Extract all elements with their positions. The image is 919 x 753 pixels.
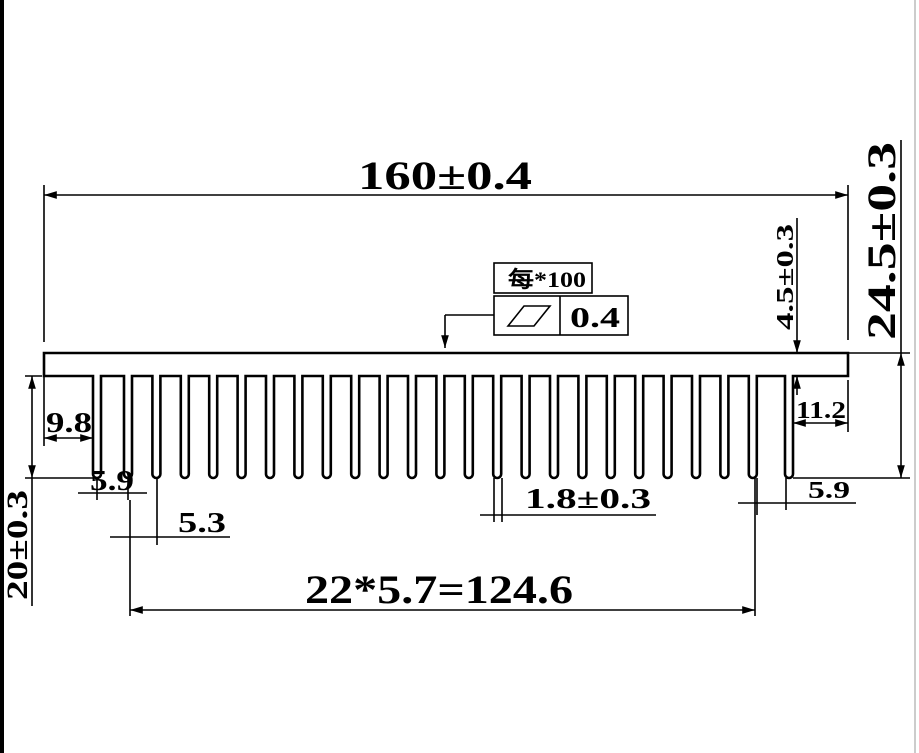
left-border [0,0,4,753]
dim-overall-width: 160±0.4 [43,153,849,342]
flatness-value: 0.4 [570,303,620,334]
dim-fin-thickness: 1.8±0.3 [480,478,656,522]
flatness-tolerance-frame: 每*100 0.4 [441,262,629,348]
dim-label: 11.2 [796,398,846,424]
flatness-symbol-icon [506,305,552,327]
right-border [914,0,916,753]
dim-left-edge-offset: 9.8 [43,376,93,446]
dim-overall-height: 24.5±0.3 [793,140,910,479]
dim-label: 22*5.7=124.6 [305,567,573,612]
dim-label: 5.9 [90,466,134,497]
dim-fin-pitch-total: 22*5.7=124.6 [129,478,756,616]
dim-right-edge-offset: 11.2 [793,380,849,432]
dim-label: 160±0.4 [358,153,532,198]
dim-fin-height: 20±0.3 [1,375,95,606]
dim-label: 4.5±0.3 [773,224,799,330]
dim-label: 1.8±0.3 [525,484,651,515]
heatsink-profile [42,351,850,480]
dim-base-thickness: 4.5±0.3 [773,218,801,395]
dim-fin-gap: 5.3 [110,478,230,545]
dim-label: 9.8 [46,408,92,439]
dim-label: 5.9 [808,478,850,504]
dim-right-end-gap: 5.9 [738,478,856,515]
dim-label: 5.3 [178,508,226,539]
dim-label: 20±0.3 [1,490,34,600]
dim-label: 24.5±0.3 [859,142,904,340]
flatness-per-length: 每*100 [508,267,586,292]
dim-left-end-gap: 5.9 [78,466,147,500]
